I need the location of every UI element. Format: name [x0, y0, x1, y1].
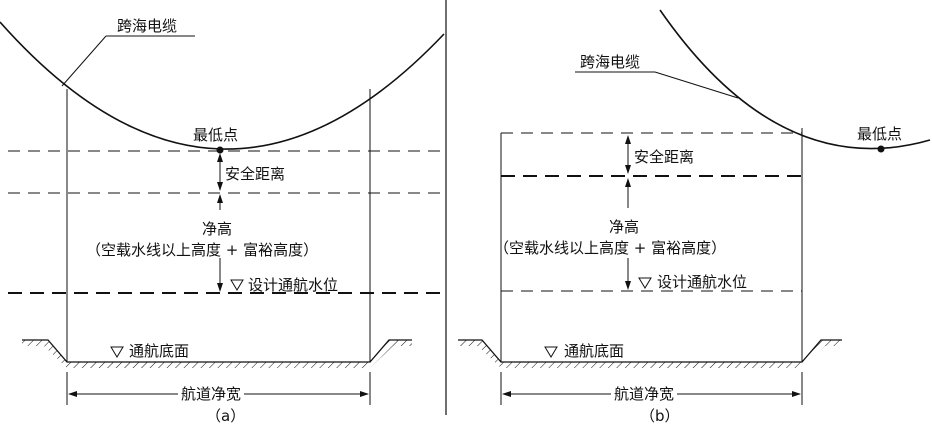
water-level-triangle-b — [638, 277, 652, 289]
lowest-point-marker-a — [216, 146, 224, 154]
clear-height-sub-label-a: （空载水线以上高度 + 富裕高度） — [86, 241, 318, 259]
channel-bottom-triangle-a — [110, 346, 124, 358]
cable-curve-b — [659, 9, 931, 150]
bank-hatch-right-b — [802, 340, 842, 368]
cable-leader-b — [654, 71, 739, 99]
channel-bottom-triangle-b — [544, 346, 558, 358]
channel-bank-profile-a — [22, 339, 412, 363]
channel-bottom-label-a: 通航底面 — [129, 342, 189, 360]
clear-height-label-b: 净高 — [609, 218, 639, 236]
cable-label-a: 跨海电缆 — [117, 17, 177, 35]
clear-height-arrow-bottom-a — [217, 283, 223, 292]
panel-b: 跨海电缆 最低点 安全距离 净高 （空载水线以上高度 + 富裕高度） 设计通航水… — [458, 9, 931, 425]
width-arrow-left-b — [502, 391, 511, 397]
width-arrow-right-b — [792, 391, 801, 397]
lowest-point-marker-b — [877, 145, 885, 153]
channel-width-label-b: 航道净宽 — [614, 385, 674, 403]
bottom-hatch-b — [501, 362, 802, 368]
width-label-bg-b — [611, 383, 677, 403]
clear-height-arrow-top-b — [625, 178, 631, 187]
clear-height-arrow-bottom-b — [625, 281, 631, 290]
width-label-bg-a — [178, 383, 244, 403]
cable-label-b: 跨海电缆 — [580, 53, 640, 71]
caption-a: （a） — [206, 407, 245, 425]
cable-leader-a — [61, 35, 107, 87]
panel-a: 跨海电缆 最低点 安全距离 净高 （空载水线以上高度 + 富裕高度） 设计通航水… — [0, 17, 445, 425]
clear-height-sub-label-b: （空载水线以上高度 + 富裕高度） — [494, 239, 726, 257]
bank-hatch-right-a — [370, 340, 412, 368]
water-level-triangle-a — [230, 279, 244, 291]
clear-height-arrow-top-a — [217, 194, 223, 203]
safety-arrow-bottom-a — [217, 182, 223, 191]
safety-arrow-top-b — [625, 135, 631, 144]
lowest-point-label-a: 最低点 — [193, 126, 238, 144]
caption-b: （b） — [640, 407, 680, 425]
channel-width-label-a: 航道净宽 — [181, 385, 241, 403]
width-arrow-right-a — [360, 391, 369, 397]
channel-bottom-label-b: 通航底面 — [564, 342, 624, 360]
safety-arrow-top-a — [217, 153, 223, 162]
lowest-point-label-b: 最低点 — [857, 125, 902, 143]
clear-height-label-a: 净高 — [202, 220, 232, 238]
design-water-level-label-a: 设计通航水位 — [248, 276, 338, 294]
safety-arrow-bottom-b — [625, 165, 631, 174]
safety-distance-label-a: 安全距离 — [225, 165, 285, 183]
design-water-level-label-b: 设计通航水位 — [657, 273, 747, 291]
width-arrow-left-a — [68, 391, 77, 397]
bank-hatch-left-b — [458, 340, 501, 368]
bottom-hatch-a — [67, 362, 370, 368]
bank-hatch-left-a — [22, 340, 67, 368]
safety-distance-label-b: 安全距离 — [634, 148, 694, 166]
channel-bank-profile-b — [458, 339, 842, 363]
